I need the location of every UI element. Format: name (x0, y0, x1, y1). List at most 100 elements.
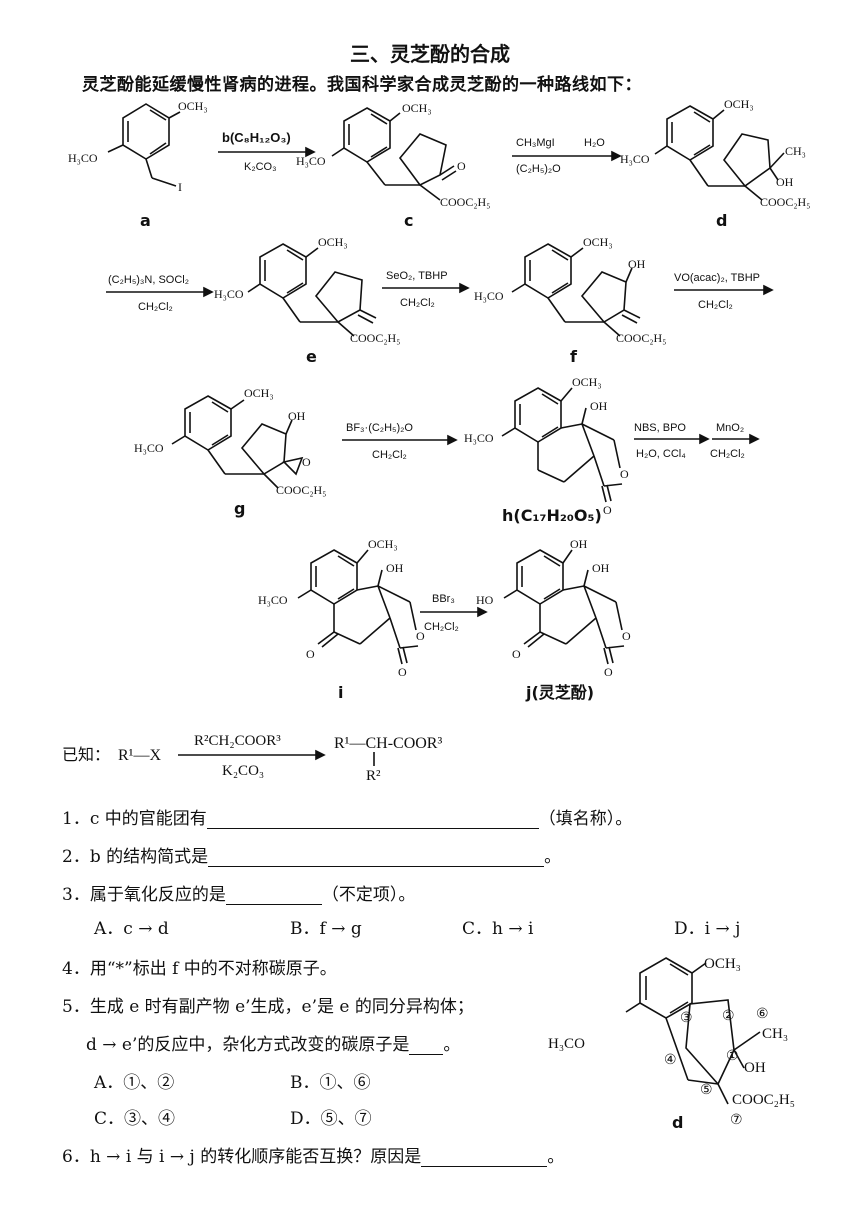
label-i: i (338, 683, 343, 702)
q2-suffix: 。 (544, 847, 562, 867)
intro-text: 灵芝酚能延缓慢性肾病的进程。我国科学家合成灵芝酚的一种路线如下： (82, 75, 642, 95)
cond-d-e-top: (C₂H₅)₃N, SOCl₂ (108, 274, 189, 286)
question-5-line1: 5．生成 e 时有副产物 e’生成，e’是 e 的同分异构体； (62, 997, 474, 1017)
compound-j: OH HO OH O O O j(灵芝酚) (476, 537, 631, 702)
compound-h: OCH₃ H₃CO OH O O h(C₁₇H₂₀O₅) (464, 375, 629, 525)
i-h3co: H₃CO (258, 593, 288, 607)
h-carbonyl-o: O (603, 503, 612, 517)
label-h: h(C₁₇H₂₀O₅) (502, 506, 602, 525)
e-ester: COOC₂H₅ (350, 331, 400, 345)
cond-h-i-top1: NBS, BPO (634, 422, 686, 434)
f-h3co: H₃CO (474, 289, 504, 303)
known-reagent-top: R²CH₂COOR³ (194, 733, 281, 749)
j-carbonyl-o: O (604, 665, 613, 679)
cond-d-e-bottom: CH₂Cl₂ (138, 301, 173, 313)
cond-c-d-top1: CH₃MgI (516, 137, 555, 149)
i-och3: OCH₃ (368, 537, 398, 551)
q5-answer-blank[interactable] (409, 1036, 444, 1055)
j-top-oh: OH (570, 537, 588, 551)
label-e: e (306, 347, 317, 366)
arrow-i-j: BBr₃ CH₂Cl₂ (420, 593, 488, 633)
q3-suffix: （不定项）。 (321, 885, 416, 905)
cond-c-d-bottom: (C₂H₅)₂O (516, 163, 561, 175)
cond-h-i-bottom2: CH₂Cl₂ (710, 448, 745, 460)
h-ring-o: O (620, 467, 629, 481)
j-ho: HO (476, 593, 494, 607)
j-ketone-o: O (512, 647, 521, 661)
c-ketone-o: O (457, 159, 466, 173)
compound-i: OCH₃ H₃CO OH O O O i (258, 537, 425, 702)
arrow-f-g: VO(acac)₂, TBHP CH₂Cl₂ (674, 272, 774, 311)
q5-option-c[interactable]: C．③、④ (94, 1109, 176, 1129)
known-reactant: R¹—X (118, 747, 161, 764)
q6-suffix: 。 (547, 1147, 565, 1167)
cond-h-i-bottom1: H₂O, CCl₄ (636, 448, 686, 460)
q3-option-c[interactable]: C．h → i (462, 919, 534, 939)
q6-answer-blank[interactable] (421, 1148, 548, 1167)
a-iodo: I (178, 180, 182, 194)
compound-c: OCH₃ H₃CO O COOC₂H₅ c (296, 101, 490, 230)
label-j: j(灵芝酚) (525, 683, 594, 702)
f-och3: OCH₃ (583, 235, 613, 249)
d-top-ester: COOC₂H₅ (760, 195, 810, 209)
label-c: c (404, 211, 413, 230)
d-top-oh: OH (776, 175, 794, 189)
q1-answer-blank[interactable] (206, 810, 539, 829)
q6-text: 6．h → i 与 i → j 的转化顺序能否互换？原因是 (62, 1147, 422, 1167)
q5-suffix: 。 (443, 1035, 461, 1055)
compound-d-labelled: OCH₃ H₃CO CH₃ OH COOC₂H₅ ① ② ③ ④ ⑤ ⑥ ⑦ d (548, 956, 795, 1132)
d-num-7: ⑦ (730, 1112, 743, 1128)
d-top-h3co: H₃CO (620, 152, 650, 166)
q1-text: 1．c 中的官能团有 (62, 809, 207, 829)
arrow-e-f: SeO₂, TBHP CH₂Cl₂ (382, 270, 470, 309)
d-ester: COOC₂H₅ (732, 1092, 795, 1108)
d-num-2: ② (722, 1008, 735, 1024)
compound-e: OCH₃ H₃CO COOC₂H₅ e (214, 235, 400, 366)
a-och3: OCH₃ (178, 99, 208, 113)
section-title: 三、灵芝酚的合成 (350, 42, 510, 66)
q3-option-d[interactable]: D．i → j (674, 919, 741, 939)
known-product-sub: R² (366, 768, 381, 784)
compound-d-top: OCH₃ H₃CO CH₃ OH COOC₂H₅ d (620, 97, 810, 230)
q5-option-a[interactable]: A．①、② (94, 1073, 175, 1093)
cond-f-g-bottom: CH₂Cl₂ (698, 299, 733, 311)
q3-text: 3．属于氧化反应的是 (62, 885, 226, 905)
q3-option-b[interactable]: B．f → g (290, 919, 362, 939)
e-h3co: H₃CO (214, 287, 244, 301)
question-4: 4．用“*”标出 f 中的不对称碳原子。 (62, 959, 337, 979)
arrow-h-i: NBS, BPO H₂O, CCl₄ MnO₂ CH₂Cl₂ (634, 422, 760, 460)
i-carbonyl-o: O (398, 665, 407, 679)
d-num-1: ① (726, 1048, 739, 1064)
cond-c-d-top2: H₂O (584, 137, 605, 149)
cond-e-f-top: SeO₂, TBHP (386, 270, 448, 282)
a-h3co: H₃CO (68, 151, 98, 165)
d-ch3: CH₃ (762, 1026, 788, 1042)
q3-answer-blank[interactable] (225, 886, 322, 905)
arrow-a-c: b(C₈H₁₂O₃) K₂CO₃ (218, 130, 316, 173)
c-h3co: H₃CO (296, 154, 326, 168)
d-top-och3: OCH₃ (724, 97, 754, 111)
q5-text: d → e’的反应中，杂化方式改变的碳原子是 (86, 1035, 410, 1055)
label-g: g (234, 499, 245, 518)
known-reagent-bottom: K₂CO₃ (222, 763, 264, 779)
q5-option-b[interactable]: B．①、⑥ (290, 1073, 371, 1093)
cond-g-h-top: BF₃·(C₂H₅)₂O (346, 422, 413, 434)
q5-option-d[interactable]: D．⑤、⑦ (290, 1109, 372, 1129)
cond-e-f-bottom: CH₂Cl₂ (400, 297, 435, 309)
q2-answer-blank[interactable] (208, 848, 545, 867)
cond-i-j-top: BBr₃ (432, 593, 455, 605)
h-h3co: H₃CO (464, 431, 494, 445)
q3-option-a[interactable]: A．c → d (94, 919, 169, 939)
g-och3: OCH₃ (244, 386, 274, 400)
cond-a-c-bottom: K₂CO₃ (244, 161, 277, 173)
cond-f-g-top: VO(acac)₂, TBHP (674, 272, 760, 284)
label-f: f (570, 347, 578, 366)
compound-a: OCH₃ H₃CO I a (68, 99, 208, 230)
i-ketone-o: O (306, 647, 315, 661)
j-oh: OH (592, 561, 610, 575)
d-num-3: ③ (680, 1010, 693, 1026)
h-oh: OH (590, 399, 608, 413)
cond-g-h-bottom: CH₂Cl₂ (372, 449, 407, 461)
